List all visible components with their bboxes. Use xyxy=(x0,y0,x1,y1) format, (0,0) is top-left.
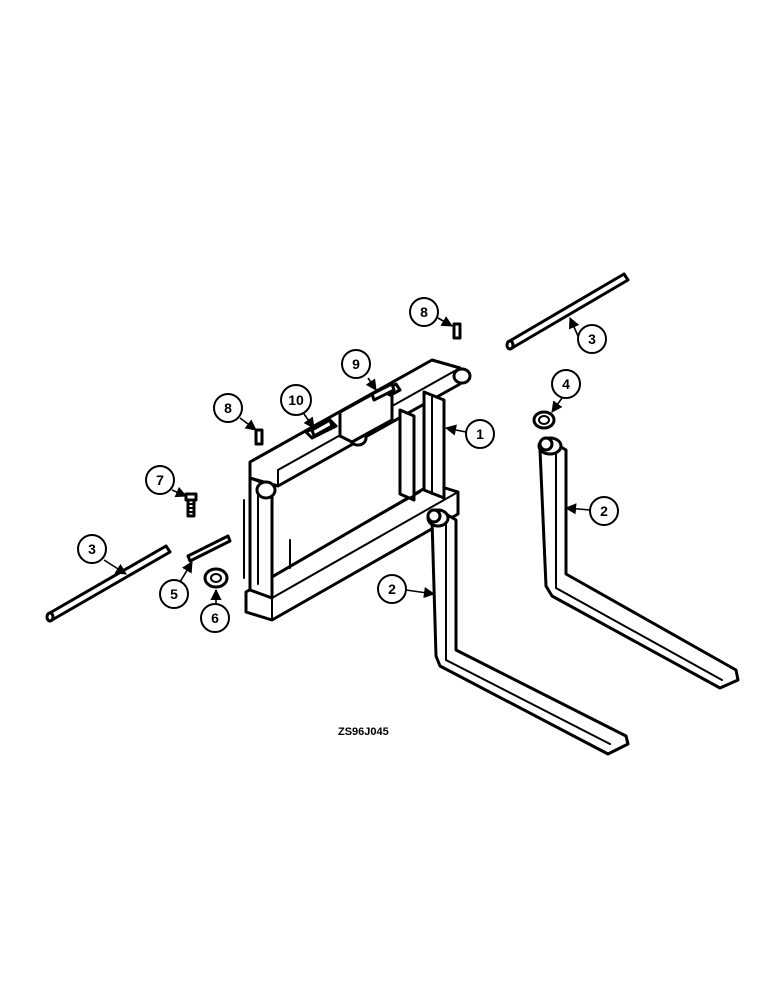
callout-2-right-label: 2 xyxy=(600,503,608,519)
callout-1: 1 xyxy=(465,419,495,449)
bolt xyxy=(184,492,198,518)
callout-10: 10 xyxy=(280,384,312,416)
callout-2-right: 2 xyxy=(589,496,619,526)
callout-1-label: 1 xyxy=(476,426,484,442)
callout-5: 5 xyxy=(159,579,189,609)
wear-pad-10 xyxy=(310,418,334,438)
fork-left xyxy=(426,508,630,756)
short-pin xyxy=(186,534,232,563)
callout-8-left-label: 8 xyxy=(224,400,232,416)
callout-7-label: 7 xyxy=(156,472,164,488)
bushing-right xyxy=(532,410,556,430)
callout-4: 4 xyxy=(551,369,581,399)
callout-5-label: 5 xyxy=(170,586,178,602)
rod-upper xyxy=(505,272,630,351)
wear-pad-9 xyxy=(370,382,396,402)
callout-3-lower-label: 3 xyxy=(88,541,96,557)
fork-right xyxy=(537,436,740,690)
callout-6-label: 6 xyxy=(211,610,219,626)
roll-pin-upper xyxy=(452,322,462,340)
callout-3-upper: 3 xyxy=(577,324,607,354)
carriage-frame xyxy=(243,358,472,622)
callout-7: 7 xyxy=(145,465,175,495)
callout-10-label: 10 xyxy=(288,392,304,408)
drawing-code: ZS96J045 xyxy=(338,726,389,738)
callout-6: 6 xyxy=(200,603,230,633)
callout-8-left: 8 xyxy=(213,393,243,423)
callout-9: 9 xyxy=(341,349,371,379)
callout-9-label: 9 xyxy=(352,356,360,372)
callout-4-label: 4 xyxy=(562,376,570,392)
callout-3-lower: 3 xyxy=(77,534,107,564)
bushing-left xyxy=(203,567,229,589)
callout-2-left: 2 xyxy=(377,574,407,604)
rod-lower xyxy=(45,544,172,623)
callout-2-left-label: 2 xyxy=(388,581,396,597)
roll-pin-left xyxy=(254,428,264,446)
callout-3-upper-label: 3 xyxy=(588,331,596,347)
leader-lines xyxy=(103,316,591,604)
callout-8-upper-label: 8 xyxy=(420,304,428,320)
callout-8-upper: 8 xyxy=(409,297,439,327)
